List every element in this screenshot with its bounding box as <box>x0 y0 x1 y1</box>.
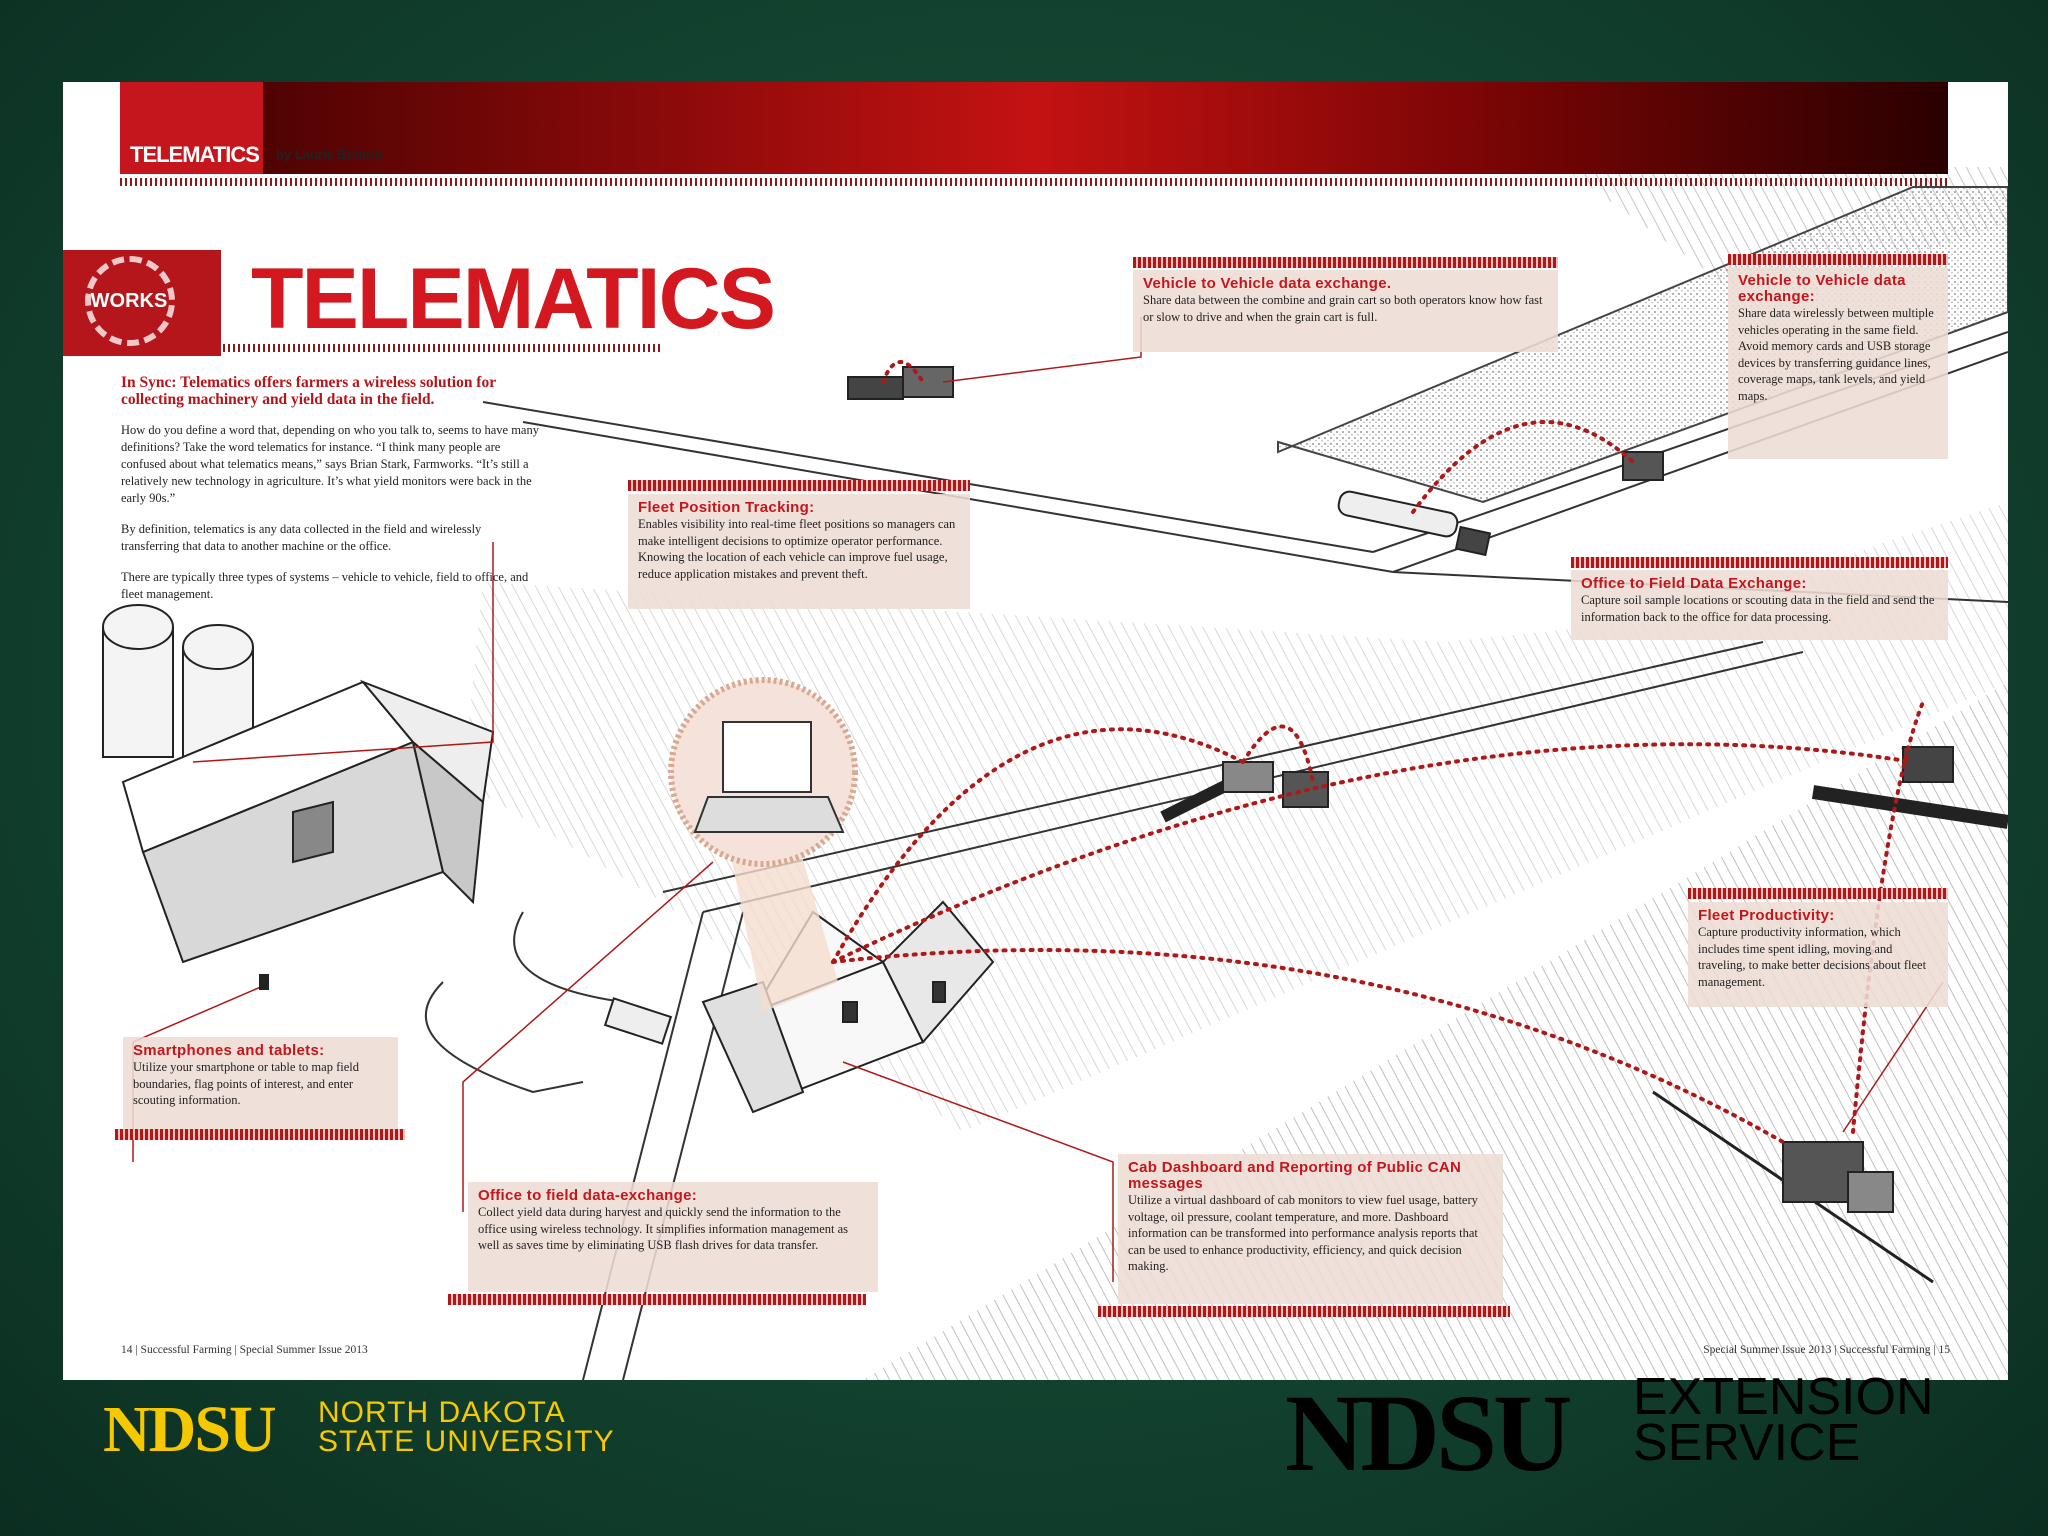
combine-gravel <box>1622 451 1664 481</box>
callout-band <box>1098 1306 1510 1317</box>
gear-icon <box>85 256 175 346</box>
callout-fleet-productivity: Fleet Productivity: Capture productivity… <box>1688 902 1948 1007</box>
ndsu-logo-subtitle: NORTH DAKOTA STATE UNIVERSITY <box>318 1396 615 1458</box>
callout-body: Utilize a virtual dashboard of cab monit… <box>1128 1193 1478 1273</box>
callout-office-field-lower: Office to field data-exchange: Collect y… <box>468 1182 878 1292</box>
callout-v2v-right: Vehicle to Vehicle data exchange: Share … <box>1728 267 1948 459</box>
smartphone-marker <box>259 974 269 990</box>
extension-logo-line-1: EXTENSION <box>1633 1368 1934 1426</box>
callout-office-field: Office to Field Data Exchange: Capture s… <box>1571 570 1948 640</box>
extension-logo-subtitle: EXTENSION SERVICE <box>1633 1368 1934 1472</box>
callout-body: Share data between the combine and grain… <box>1143 293 1543 324</box>
callout-body: Enables visibility into real-time fleet … <box>638 517 956 581</box>
callout-heading: Vehicle to Vehicle data exchange. <box>1143 275 1392 292</box>
combine-top <box>847 366 954 400</box>
callout-body: Collect yield data during harvest and qu… <box>478 1205 849 1252</box>
callout-heading: Office to field data-exchange: <box>478 1187 698 1204</box>
callout-heading: Fleet Productivity: <box>1698 907 1835 924</box>
intro-paragraph-1: How do you define a word that, depending… <box>121 423 539 505</box>
callout-body: Share data wirelessly between multiple v… <box>1738 306 1934 403</box>
section-tab: TELEMATICS <box>120 82 263 174</box>
extension-logo: NDSU <box>1285 1372 1572 1494</box>
callout-smartphones: Smartphones and tablets: Utilize your sm… <box>123 1037 398 1129</box>
callout-band <box>448 1294 866 1305</box>
callout-body: Utilize your smartphone or table to map … <box>133 1060 359 1107</box>
callout-band <box>115 1129 405 1140</box>
callout-body: Capture soil sample locations or scoutin… <box>1581 593 1935 624</box>
leader-lines <box>132 317 1944 1282</box>
barn <box>121 679 495 964</box>
intro-lede: In Sync: Telematics offers farmers a wir… <box>121 374 496 408</box>
works-badge: WORKS <box>63 250 221 356</box>
callout-heading: Office to Field Data Exchange: <box>1581 575 1807 592</box>
intro-text: In Sync: Telematics offers farmers a wir… <box>121 374 541 617</box>
ndsu-logo-line-2: STATE UNIVERSITY <box>318 1425 615 1458</box>
callout-heading: Cab Dashboard and Reporting of Public CA… <box>1128 1159 1462 1192</box>
works-label: WORKS <box>90 290 168 312</box>
gravel-field <box>1277 186 2008 504</box>
header-bar: TELEMATICS <box>120 82 1948 174</box>
callout-band <box>628 480 970 491</box>
tillage-rig <box>1811 746 2008 829</box>
extension-logo-line-2: SERVICE <box>1633 1414 1861 1472</box>
page-title: TELEMATICS <box>251 251 776 347</box>
byline: by Laurie Bedord <box>276 147 383 162</box>
ndsu-logo: NDSU <box>103 1393 277 1466</box>
sprayer <box>1652 1090 1934 1284</box>
footer-left-folio: 14 | Successful Farming | Special Summer… <box>121 1344 368 1356</box>
header-tick-rule <box>120 178 1948 186</box>
magazine-spread: TELEMATICS by Laurie Bedord WORKS TELEMA… <box>63 82 2008 1380</box>
callout-band <box>1688 888 1948 899</box>
callout-band <box>1728 254 1948 265</box>
callout-band <box>1133 257 1558 268</box>
pickup-truck <box>603 997 673 1045</box>
ndsu-logo-line-1: NORTH DAKOTA <box>318 1396 566 1429</box>
callout-v2v-top: Vehicle to Vehicle data exchange. Share … <box>1133 270 1558 352</box>
semi-truck <box>1337 490 1492 557</box>
callout-fleet-tracking: Fleet Position Tracking: Enables visibil… <box>628 494 970 609</box>
callout-body: Capture productivity information, which … <box>1698 925 1927 989</box>
title-tick-rule <box>223 344 663 352</box>
telemetry-links <box>831 360 1925 1144</box>
planter <box>1160 761 1329 823</box>
callout-heading: Smartphones and tablets: <box>133 1042 325 1059</box>
intro-paragraph-3: There are typically three types of syste… <box>121 570 529 601</box>
footer-right-folio: Special Summer Issue 2013 | Successful F… <box>1703 1344 1950 1356</box>
section-tab-label: TELEMATICS <box>130 142 260 167</box>
callout-heading: Vehicle to Vehicle data exchange: <box>1738 272 1906 305</box>
laptop-bubble <box>668 677 858 1012</box>
intro-paragraph-2: By definition, telematics is any data co… <box>121 522 482 553</box>
callout-cab-dashboard: Cab Dashboard and Reporting of Public CA… <box>1118 1154 1503 1304</box>
callout-heading: Fleet Position Tracking: <box>638 499 815 516</box>
callout-band <box>1571 557 1948 568</box>
